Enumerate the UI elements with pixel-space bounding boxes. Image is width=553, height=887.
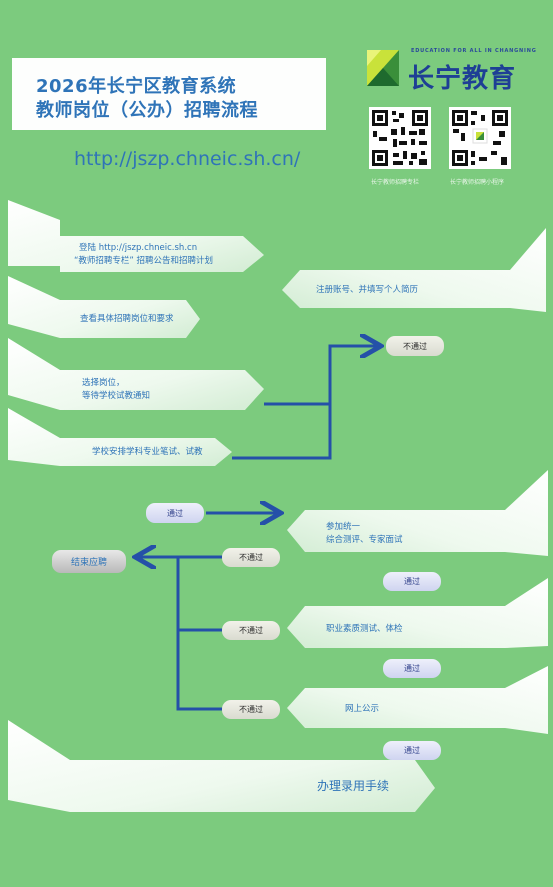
step-view-positions: 查看具体招聘岗位和要求 — [80, 314, 174, 324]
step-unified-line1: 参加统一 — [326, 522, 361, 532]
step-register: 注册账号、并填写个人简历 — [316, 285, 419, 295]
fail-arrow-top — [264, 346, 378, 406]
pass-badge-publicity: 通过 — [383, 659, 441, 678]
sheet-view-positions — [8, 276, 200, 338]
page-title-line2: 教师岗位（公办）招聘流程 — [36, 100, 258, 121]
page-title-line1: 2026年长宁区教育系统 — [36, 76, 237, 97]
step-unified-line2: 综合测评、专家面试 — [326, 535, 403, 545]
sheet-register — [282, 228, 546, 312]
step-choose-line1: 选择岗位， — [82, 378, 125, 388]
step-school-exam: 学校安排学科专业笔试、试教 — [92, 447, 203, 457]
sheet-unified — [287, 470, 548, 556]
sheet-school-exam — [8, 408, 232, 466]
pass-badge-quality: 通过 — [383, 572, 441, 591]
qr-code-recruitment-column-icon — [369, 107, 431, 169]
pass-badge-hiring: 通过 — [383, 741, 441, 760]
sheet-publicity — [287, 666, 548, 734]
recruitment-url[interactable]: http://jszp.chneic.sh.cn/ — [74, 148, 301, 170]
qr-code-mini-program-icon — [449, 107, 511, 169]
end-application-badge: 结束应聘 — [52, 550, 126, 573]
fail-badge-unified: 不通过 — [222, 548, 280, 567]
sheet-quality — [287, 578, 548, 648]
fail-badge-quality: 不通过 — [222, 621, 280, 640]
changning-education-logo-icon — [367, 50, 399, 86]
logo-tagline: EDUCATION FOR ALL IN CHANGNING — [411, 48, 537, 54]
step-publicity: 网上公示 — [345, 704, 380, 714]
sheet-choose — [8, 338, 264, 410]
sheet-hiring — [8, 720, 435, 812]
pass-badge-unified: 通过 — [146, 503, 204, 523]
fail-badge-top: 不通过 — [386, 336, 444, 356]
fail-bracket — [176, 555, 222, 711]
fail-badge-publicity: 不通过 — [222, 700, 280, 719]
qr-label-mini-program: 长宁教师招聘小程序 — [450, 179, 505, 186]
qr-label-recruitment-column: 长宁教师招聘专栏 — [371, 179, 420, 186]
step-hiring: 办理录用手续 — [317, 779, 390, 793]
step-login-line2: “教师招聘专栏” 招聘公告和招聘计划 — [74, 256, 214, 266]
step-quality-test: 职业素质测试、体检 — [326, 624, 403, 634]
step-login-line1: 登陆 http://jszp.chneic.sh.cn — [79, 243, 198, 253]
sheet-login — [8, 200, 264, 272]
logo-name: 长宁教育 — [408, 64, 517, 94]
step-choose-line2: 等待学校试教通知 — [82, 391, 151, 401]
title-panel — [12, 58, 326, 130]
